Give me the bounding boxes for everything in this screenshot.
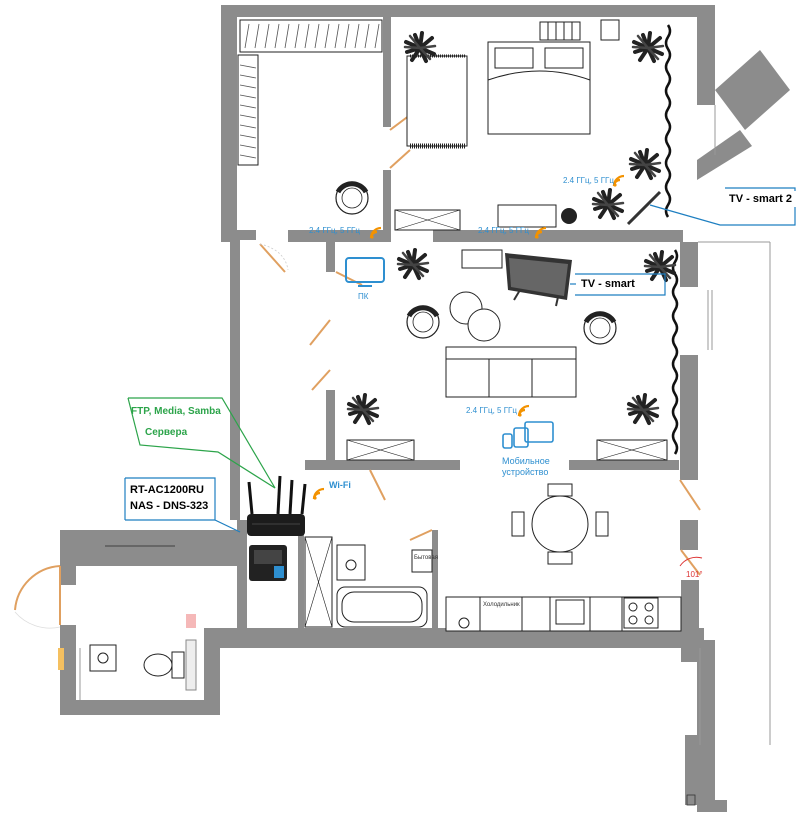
bay-window [715, 50, 790, 130]
callout-router-model: RT-AC1200RU [128, 484, 206, 496]
walls [60, 5, 790, 812]
plant-icon [628, 148, 662, 180]
tv-icon [505, 253, 572, 307]
mobile-label-line1: Мобильное [502, 456, 550, 466]
bath-note: Бытовая [414, 555, 438, 561]
bedroom-rug [406, 55, 468, 147]
sofa-icon [445, 346, 577, 398]
callout-tv-smart-2: TV - smart 2 [725, 191, 796, 207]
toilet-icon [143, 651, 185, 679]
mobile-label-line2: устройство [502, 467, 549, 477]
wall-hall [60, 530, 240, 566]
plant-icon [591, 188, 625, 220]
callout-tv-smart: TV - smart [577, 276, 639, 292]
phone-icon [502, 433, 513, 449]
sink-icon [555, 599, 585, 625]
doors [14, 114, 701, 625]
nas-icon [249, 545, 287, 581]
wardrobe-top [239, 19, 383, 53]
wifi-icon [312, 487, 326, 501]
wifi-label-router: Wi-Fi [329, 480, 351, 490]
tv-smart-2-icon [626, 190, 662, 226]
angle-label: 101° [686, 570, 703, 579]
wifi-icon [517, 404, 531, 418]
plant-icon [346, 393, 380, 425]
stove-icon [623, 597, 659, 629]
laptop-icon [524, 421, 554, 443]
callout-nas-model: NAS - DNS-323 [128, 500, 211, 512]
plant-icon [396, 248, 430, 280]
bed-icon [487, 21, 591, 135]
wifi-label-living-top: 2.4 ГГц, 5 ГГц [563, 176, 614, 185]
chair-icon [584, 312, 616, 344]
callout-servers-line2: Сервера [145, 427, 188, 438]
wall-top [221, 5, 715, 17]
monitor-icon [345, 257, 385, 287]
bathtub-icon [336, 586, 428, 628]
tv-stand [497, 204, 557, 228]
wall-bedroom-bottom [288, 230, 383, 242]
chair-icon [407, 306, 439, 338]
wifi-label-corridor: 2.4 ГГц, 5 ГГц [478, 226, 529, 235]
wifi-label-bedroom: 2.4 ГГц, 5 ГГц [309, 226, 360, 235]
wall-bottom [204, 628, 704, 648]
table-icon [511, 483, 609, 565]
kitchen-note: Холодильник [483, 602, 520, 608]
wall-middle [305, 460, 460, 470]
router-icon [247, 475, 307, 536]
pc-label: ПК [358, 292, 369, 301]
plant-icon [643, 250, 677, 282]
chair-icon [336, 182, 368, 214]
mobile-devices-icon [502, 421, 554, 449]
wifi-label-living-bottom: 2.4 ГГц, 5 ГГц [466, 406, 517, 415]
callout-servers-line1: FTP, Media, Samba [131, 406, 221, 417]
plant-icon [626, 393, 660, 425]
wifi-icon [612, 174, 626, 188]
plant-icon [631, 31, 665, 63]
tablet-icon [513, 427, 529, 448]
wardrobe-side [237, 54, 259, 166]
